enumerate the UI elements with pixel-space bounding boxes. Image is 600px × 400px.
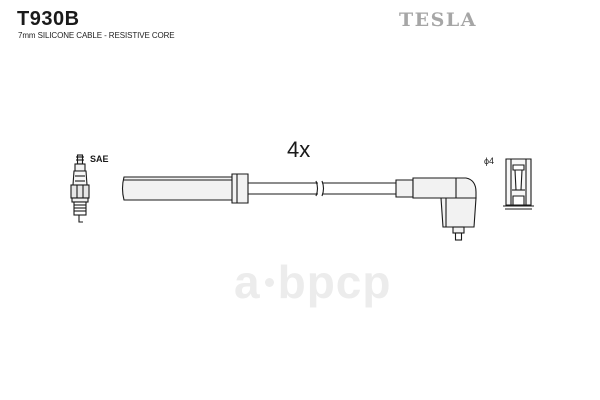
cable-description: 7mm SILICONE CABLE - RESISTIVE CORE	[18, 31, 175, 40]
watermark-right: bpcp	[277, 256, 392, 308]
coil-terminal-label: ϕ4	[484, 156, 495, 166]
coil-boot	[395, 177, 477, 241]
brand-logo: TESLA	[399, 9, 477, 31]
plug-connector-label: SAE	[90, 154, 109, 164]
part-number: T930B	[17, 8, 80, 30]
ignition-cable	[248, 180, 396, 197]
spark-plug-icon	[70, 154, 90, 223]
coil-terminal-icon	[503, 158, 534, 210]
watermark: a bpcp	[234, 257, 391, 307]
plug-boot	[121, 173, 249, 204]
quantity-label: 4x	[287, 137, 311, 162]
watermark-dot-icon	[264, 277, 274, 287]
watermark-left: a	[234, 256, 261, 308]
